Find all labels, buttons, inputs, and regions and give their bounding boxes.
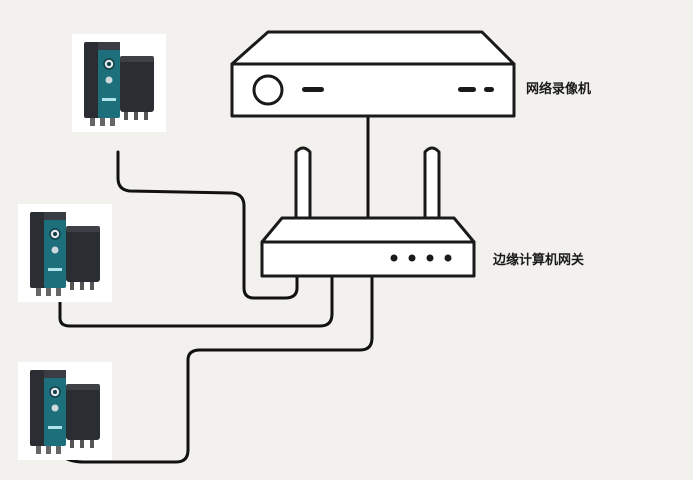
gateway-led-1 xyxy=(390,254,398,262)
cables xyxy=(58,114,374,464)
gateway-top xyxy=(260,216,476,244)
camera-3 xyxy=(17,361,113,461)
nvr-slot-2 xyxy=(458,87,476,92)
gateway-device xyxy=(260,216,476,278)
gateway-led-4 xyxy=(444,254,452,262)
camera-2 xyxy=(17,203,113,303)
nvr-device xyxy=(230,30,516,118)
gateway-led-2 xyxy=(408,254,416,262)
antenna-left xyxy=(294,146,312,220)
cable-camera-3 xyxy=(60,276,374,464)
gateway-led-3 xyxy=(426,254,434,262)
antenna-right xyxy=(423,146,441,220)
gateway-front xyxy=(260,240,476,278)
cable-camera-2 xyxy=(58,274,334,328)
nvr-slot-1 xyxy=(302,87,324,92)
nvr-label: 网络录像机 xyxy=(526,82,592,97)
cable-camera-1 xyxy=(116,150,299,300)
nvr-power-button xyxy=(252,74,284,106)
nvr-slot-3 xyxy=(484,87,494,92)
gateway-antennas xyxy=(294,146,441,220)
camera-1 xyxy=(71,33,167,133)
nvr-top xyxy=(230,30,516,66)
gateway-label: 边缘计算机网关 xyxy=(493,253,585,268)
